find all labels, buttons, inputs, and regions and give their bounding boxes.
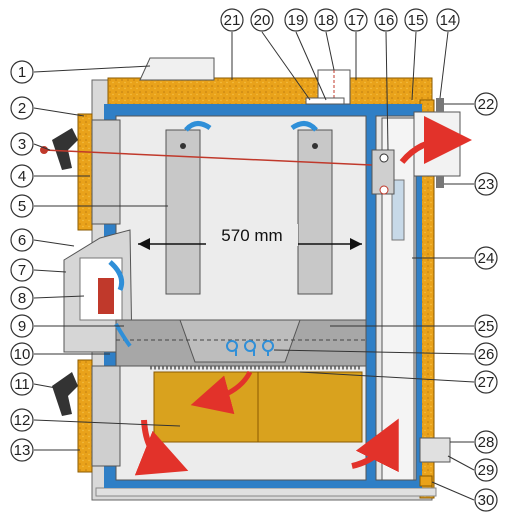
callout-number-17: 17 (348, 12, 365, 29)
callout-markers: 1234567891011121314151617181920212223242… (10, 8, 498, 512)
upper-door-handle (52, 128, 78, 170)
primary-air-arrow (108, 260, 125, 291)
callout-number-1: 1 (18, 64, 26, 81)
outlet-bottom-nipple (436, 176, 444, 188)
callout-circle-18 (314, 8, 338, 32)
callout-circle-28 (474, 430, 498, 454)
callout-number-24: 24 (478, 250, 495, 267)
callout-circle-7 (10, 258, 34, 282)
callout-circle-15 (404, 8, 428, 32)
callout-number-21: 21 (224, 12, 241, 29)
callout-circle-13 (10, 438, 34, 462)
turbulator (391, 179, 405, 241)
callout-number-27: 27 (478, 374, 495, 391)
callout-circle-5 (10, 194, 34, 218)
callout-number-13: 13 (14, 442, 31, 459)
callout-number-10: 10 (14, 346, 31, 363)
callout-number-18: 18 (318, 12, 335, 29)
lower-chamber-right (257, 371, 363, 443)
callout-circle-24 (474, 246, 498, 270)
callout-number-11: 11 (14, 376, 30, 393)
top-insulation (107, 77, 433, 109)
callout-number-3: 3 (18, 136, 26, 153)
callout-number-2: 2 (18, 100, 26, 117)
callout-number-25: 25 (478, 318, 495, 335)
callout-number-12: 12 (14, 412, 31, 429)
callout-circle-20 (250, 8, 274, 32)
callout-circle-23 (474, 172, 498, 196)
callout-circle-19 (284, 8, 308, 32)
callout-number-6: 6 (18, 232, 26, 249)
callout-number-19: 19 (288, 12, 305, 29)
flue-gas-arrow-up (351, 418, 399, 473)
callout-circle-29 (474, 458, 498, 482)
dimension-label: 570 mm (221, 226, 282, 245)
leader-lines (33, 31, 475, 501)
callout-circle-17 (344, 8, 368, 32)
lower-door-liner (91, 365, 121, 467)
callout-number-8: 8 (18, 290, 26, 307)
upper-door-liner (91, 119, 121, 225)
callout-circle-22 (474, 92, 498, 116)
callout-circle-27 (474, 370, 498, 394)
air-regulator-flap (98, 278, 114, 314)
callout-circle-16 (374, 8, 398, 32)
bottom-gas-arrow (134, 419, 189, 476)
flame-arrow (190, 370, 253, 415)
callout-number-30: 30 (478, 492, 495, 509)
air-arrow-left (184, 121, 212, 132)
callout-number-9: 9 (18, 318, 26, 335)
callout-circle-26 (474, 342, 498, 366)
callout-circle-3 (10, 132, 34, 156)
callout-number-4: 4 (18, 168, 26, 185)
nozzle-air-arrows (226, 340, 274, 356)
callout-circle-9 (10, 314, 34, 338)
drain-valve (419, 475, 433, 487)
callout-number-14: 14 (440, 12, 457, 29)
callout-number-29: 29 (478, 462, 495, 479)
baffle-right (297, 129, 333, 295)
callout-circle-12 (10, 408, 34, 432)
safety-rod (43, 149, 393, 167)
callout-number-7: 7 (18, 262, 26, 279)
callout-number-16: 16 (378, 12, 395, 29)
callout-circle-4 (10, 164, 34, 188)
callout-number-20: 20 (254, 12, 271, 29)
upper-door (77, 113, 93, 231)
lower-door-handle (52, 372, 78, 416)
callout-circle-21 (220, 8, 244, 32)
flue-gas-arrow-out (399, 116, 472, 165)
callout-circle-25 (474, 314, 498, 338)
callout-number-23: 23 (478, 176, 495, 193)
callout-number-28: 28 (478, 434, 495, 451)
callout-circle-10 (10, 342, 34, 366)
callout-circle-6 (10, 228, 34, 252)
base-plate (95, 487, 437, 497)
callout-number-26: 26 (478, 346, 495, 363)
air-arrow-right (290, 121, 318, 132)
return-pipe (419, 437, 451, 463)
callout-number-22: 22 (478, 96, 495, 113)
top-cover (139, 57, 215, 81)
callout-number-5: 5 (18, 198, 26, 215)
callout-circle-14 (436, 8, 460, 32)
callout-circle-8 (10, 286, 34, 310)
nozzle (179, 319, 301, 363)
callout-circle-2 (10, 96, 34, 120)
callout-circle-11 (10, 372, 34, 396)
callout-number-15: 15 (408, 12, 425, 29)
callout-circle-1 (10, 60, 34, 84)
lower-door (77, 359, 93, 473)
callout-circle-30 (474, 488, 498, 512)
baffle-left (165, 129, 201, 295)
outlet-top-nipple (436, 98, 444, 112)
